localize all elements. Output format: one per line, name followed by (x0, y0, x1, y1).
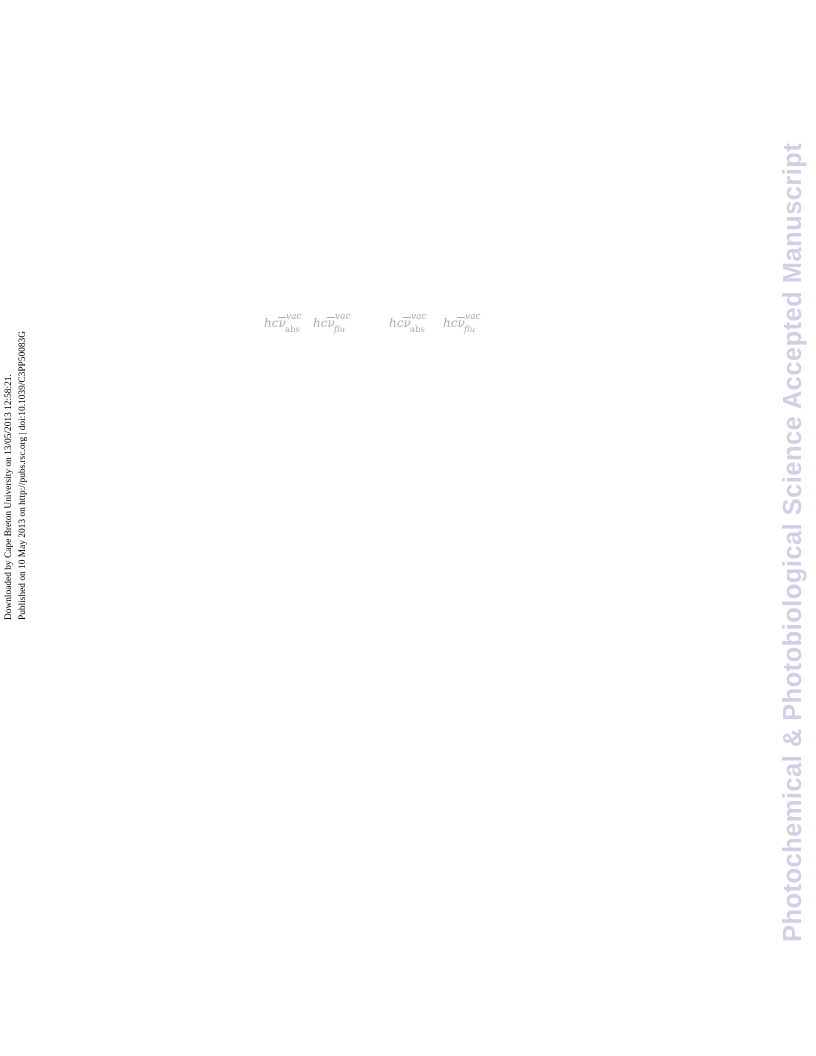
formula-base-pre: hc (313, 316, 328, 330)
formula-superscript: vac (465, 312, 481, 322)
watermark-text: Photochemical & Photobiological Science … (779, 142, 807, 942)
formula-base-var: ν (327, 316, 335, 330)
formula-superscript: vac (286, 312, 302, 322)
formula-subscript: flu (334, 325, 346, 335)
formula-subscript: abs (285, 325, 300, 335)
formula-subscript: flu (464, 325, 476, 335)
formula-base-pre: hc (443, 316, 458, 330)
formula-base-var: ν (457, 316, 465, 330)
formula-base-var: ν (403, 316, 411, 330)
formula-superscript: vac (411, 312, 427, 322)
formula-base-pre: hc (389, 316, 404, 330)
formula-base-pre: hc (264, 316, 279, 330)
published-line: Published on 10 May 2013 on http://pubs.… (17, 331, 28, 620)
downloaded-line: Downloaded by Cape Breton University on … (4, 374, 14, 620)
formula-base-var: ν (278, 316, 286, 330)
formula-subscript: abs (410, 325, 425, 335)
formula-superscript: vac (335, 312, 351, 322)
journal-watermark: Photochemical & Photobiological Science … (778, 130, 810, 942)
download-stamp: Downloaded by Cape Breton University on … (3, 290, 33, 620)
